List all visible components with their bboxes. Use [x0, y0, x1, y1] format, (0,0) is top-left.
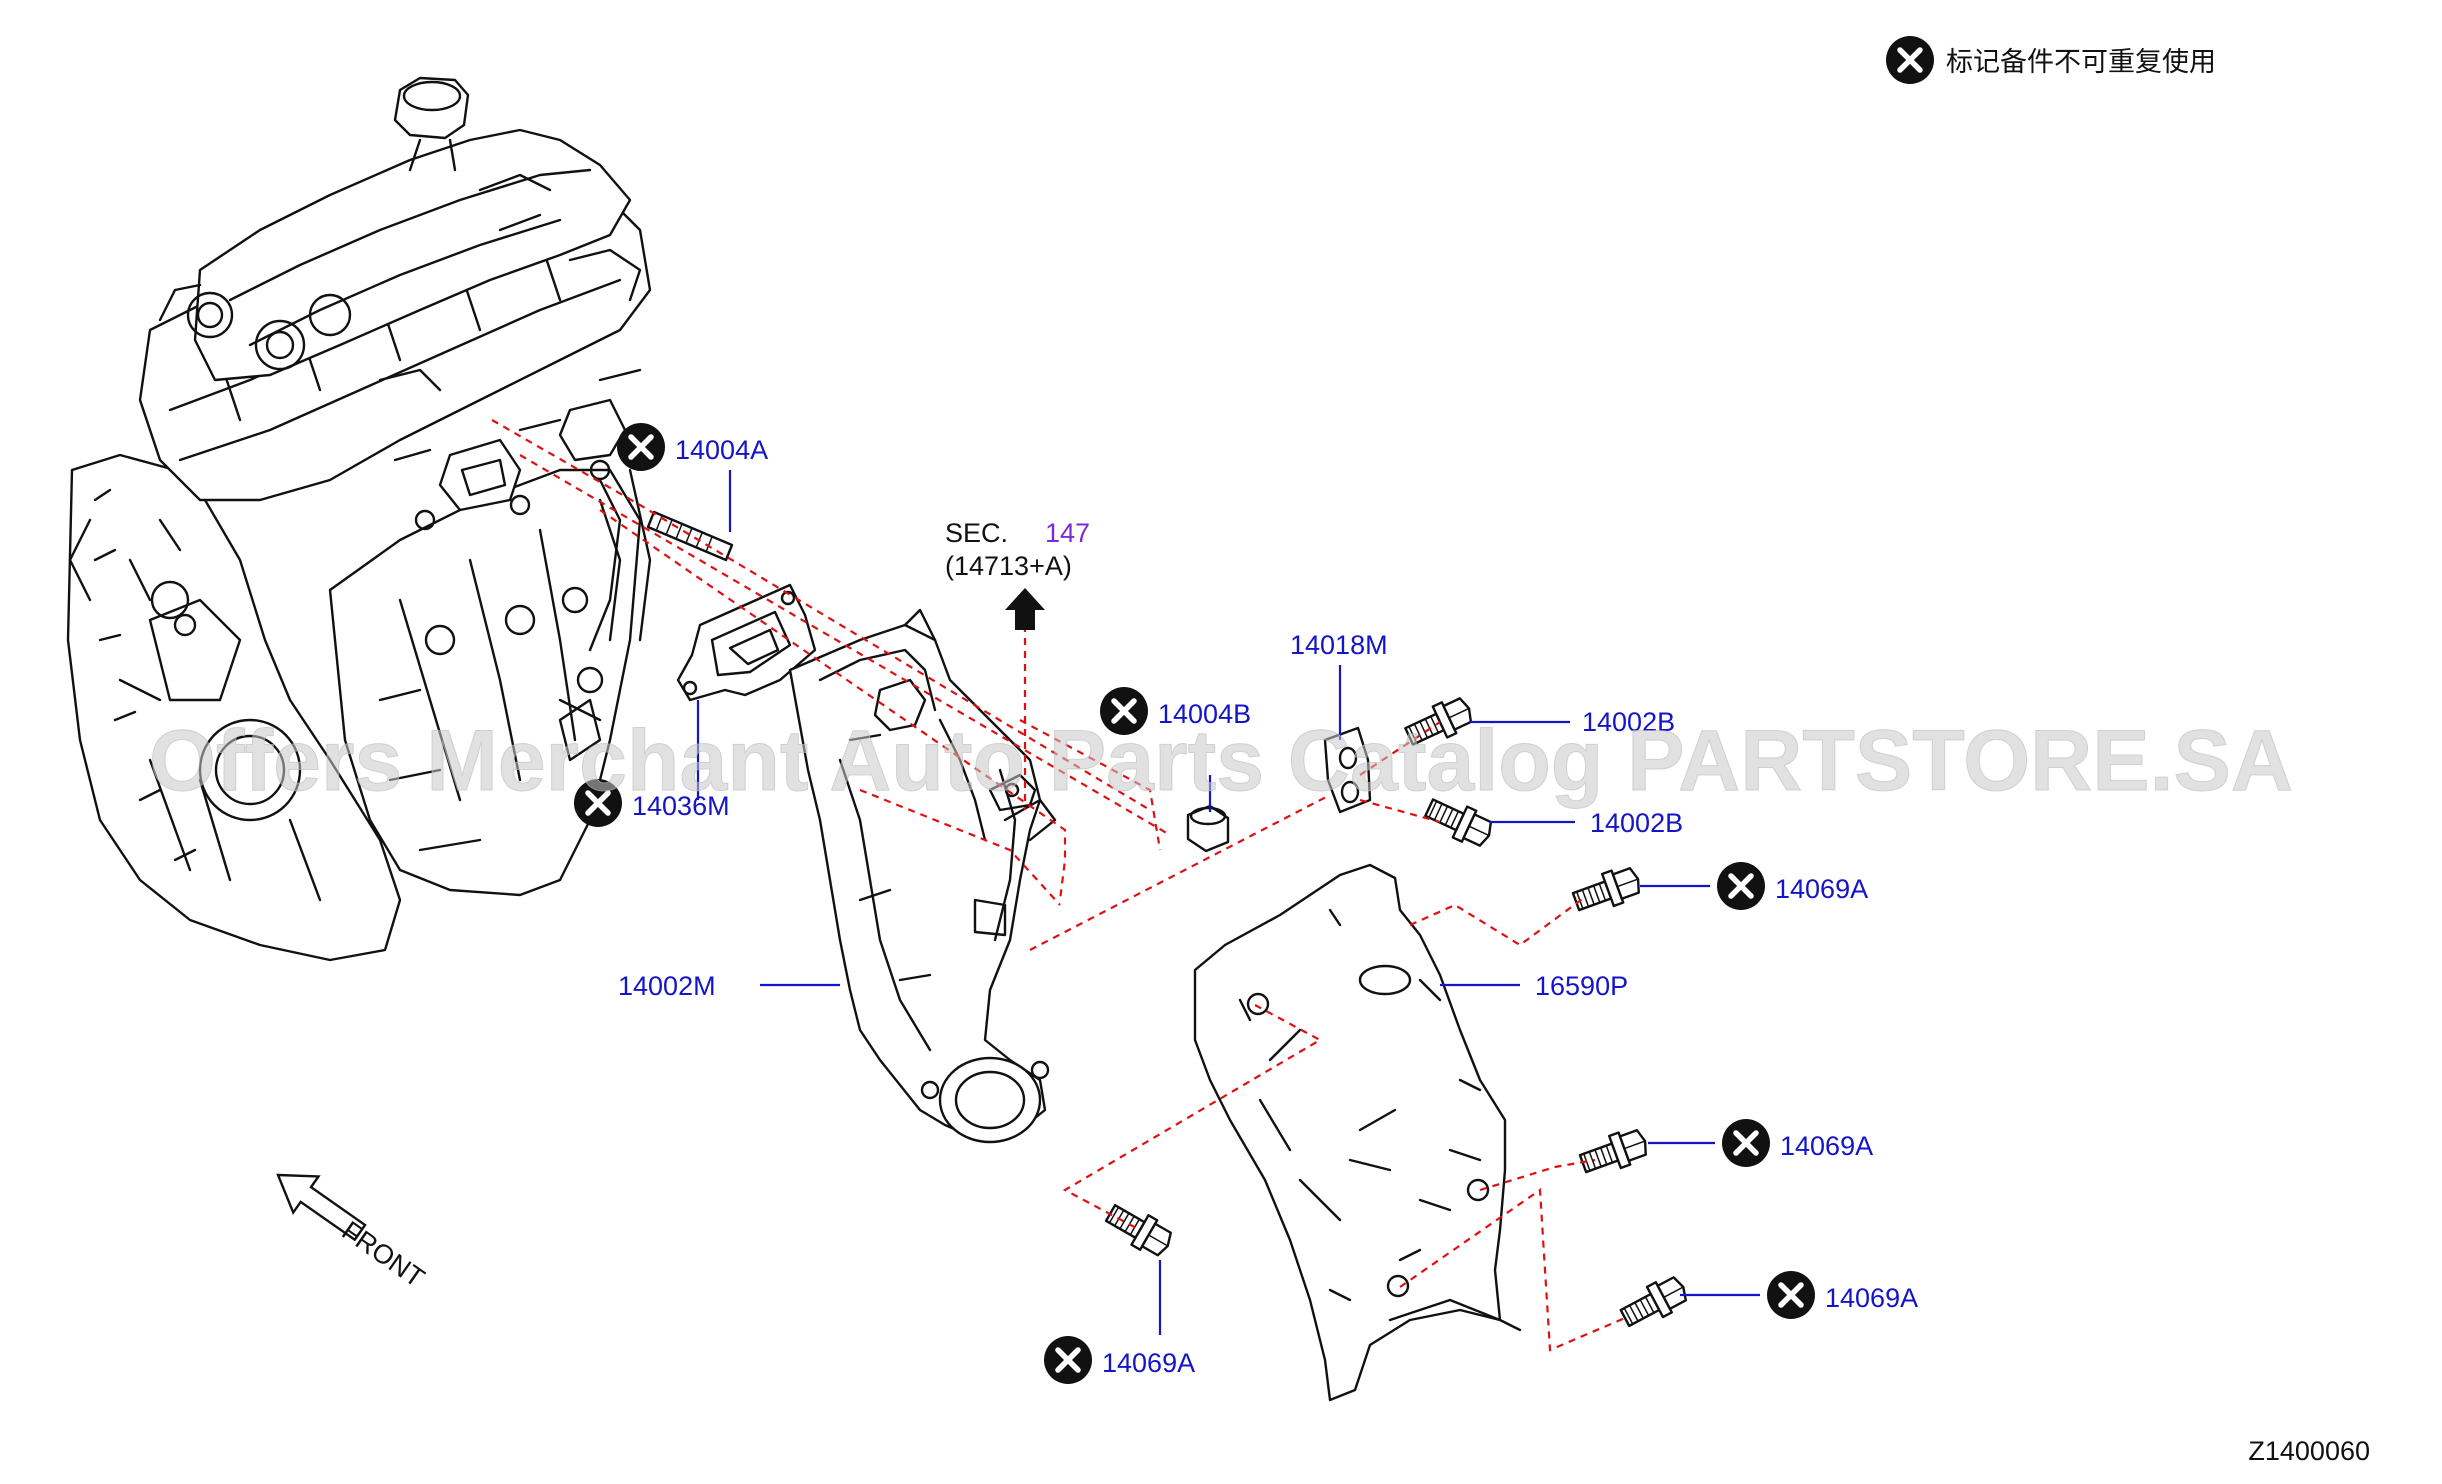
part-label-14004A[interactable]: 14004A [675, 435, 768, 465]
leader-lines [696, 470, 1760, 1335]
cross-circle-icon [1767, 1271, 1815, 1319]
diagram-id: Z1400060 [2248, 1436, 2370, 1466]
part-label-14002B-lower[interactable]: 14002B [1590, 808, 1683, 838]
watermark: Offers Merchant Auto Parts Catalog PARTS… [149, 713, 2293, 809]
cross-circle-icon [1044, 1336, 1092, 1384]
assembly-lines [491, 419, 1626, 1352]
cross-circle-icon [1722, 1119, 1770, 1167]
part-callouts: 14004A 14036M 14004B 14018M 14002B 14002… [574, 423, 1918, 1384]
bolt-drawing [1615, 1270, 1693, 1335]
section-number-link[interactable]: 147 [1045, 518, 1090, 548]
part-label-14069A-upper[interactable]: 14069A [1775, 874, 1868, 904]
bolt-drawing [1100, 1197, 1178, 1262]
section-reference: SEC. 147 (14713+A) [945, 518, 1090, 630]
legend: 标记备件不可重复使用 [1886, 36, 2216, 84]
part-label-14069A-lower[interactable]: 14069A [1825, 1283, 1918, 1313]
nut-drawing [1186, 804, 1230, 853]
front-arrow-icon [276, 1173, 367, 1242]
engine-block-drawing [66, 76, 652, 962]
cross-circle-icon [617, 423, 665, 471]
part-label-14002M[interactable]: 14002M [618, 971, 716, 1001]
bracket-drawing [1323, 726, 1372, 814]
part-label-14002B-upper[interactable]: 14002B [1582, 707, 1675, 737]
bolt-drawing [1576, 1123, 1653, 1181]
part-label-14069A-bottom[interactable]: 14069A [1102, 1348, 1195, 1378]
section-prefix: SEC. [945, 518, 1008, 548]
bolt-drawing [1569, 861, 1646, 919]
cross-circle-icon [1886, 36, 1934, 84]
cross-circle-icon [1717, 862, 1765, 910]
exhaust-manifold-drawing [788, 608, 1057, 1144]
part-label-14004B[interactable]: 14004B [1158, 699, 1251, 729]
legend-text: 标记备件不可重复使用 [1946, 47, 2216, 77]
part-label-14069A-middle[interactable]: 14069A [1780, 1131, 1873, 1161]
front-label: FRONT [337, 1215, 430, 1293]
part-label-14036M[interactable]: 14036M [632, 791, 730, 821]
heat-shield-drawing [1193, 863, 1522, 1402]
section-sub: (14713+A) [945, 551, 1072, 581]
front-indicator [276, 1173, 367, 1242]
part-label-14018M[interactable]: 14018M [1290, 630, 1388, 660]
gasket-drawing [676, 583, 817, 702]
part-label-16590P[interactable]: 16590P [1535, 971, 1628, 1001]
arrow-up-icon [1005, 588, 1045, 630]
